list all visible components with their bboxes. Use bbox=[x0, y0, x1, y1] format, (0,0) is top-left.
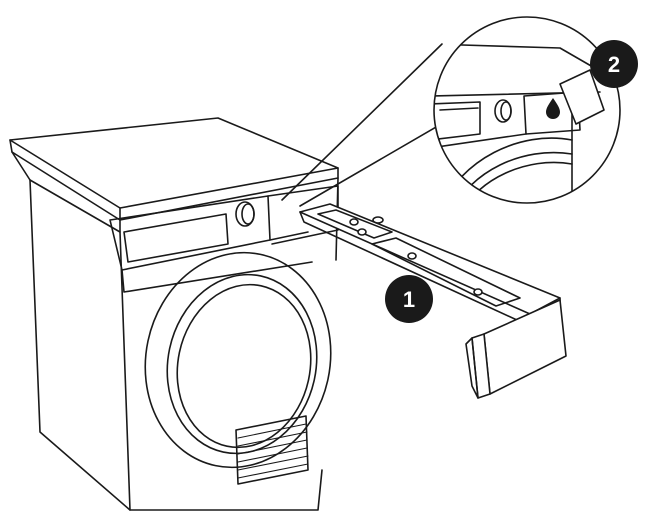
door-inner bbox=[166, 273, 318, 455]
vent-grille bbox=[235, 415, 309, 485]
callout-label-2: 2 bbox=[608, 52, 620, 77]
dryer-front bbox=[119, 219, 323, 511]
zoom-circle bbox=[433, 16, 621, 204]
door-outer bbox=[144, 251, 332, 469]
zoom-detail bbox=[433, 16, 621, 204]
callout-badge-2: 2 bbox=[590, 40, 638, 88]
callout-badge-1: 1 bbox=[385, 275, 433, 323]
drawer-release-tab bbox=[559, 69, 605, 125]
water-drop-icon bbox=[546, 98, 560, 119]
drawer-hole bbox=[349, 218, 359, 226]
water-container-drawer bbox=[299, 203, 567, 399]
drawer-handle bbox=[483, 299, 567, 395]
callout-label-1: 1 bbox=[403, 287, 415, 312]
display-window bbox=[123, 213, 229, 263]
drawer-hole bbox=[357, 228, 367, 236]
drawer-hole bbox=[407, 252, 417, 260]
dryer bbox=[9, 117, 339, 511]
drawer-hole bbox=[372, 216, 384, 224]
zoom-line bbox=[281, 43, 443, 201]
dryer-top bbox=[9, 117, 339, 209]
dryer-left-side bbox=[11, 151, 131, 511]
drawer-hole bbox=[473, 288, 483, 296]
